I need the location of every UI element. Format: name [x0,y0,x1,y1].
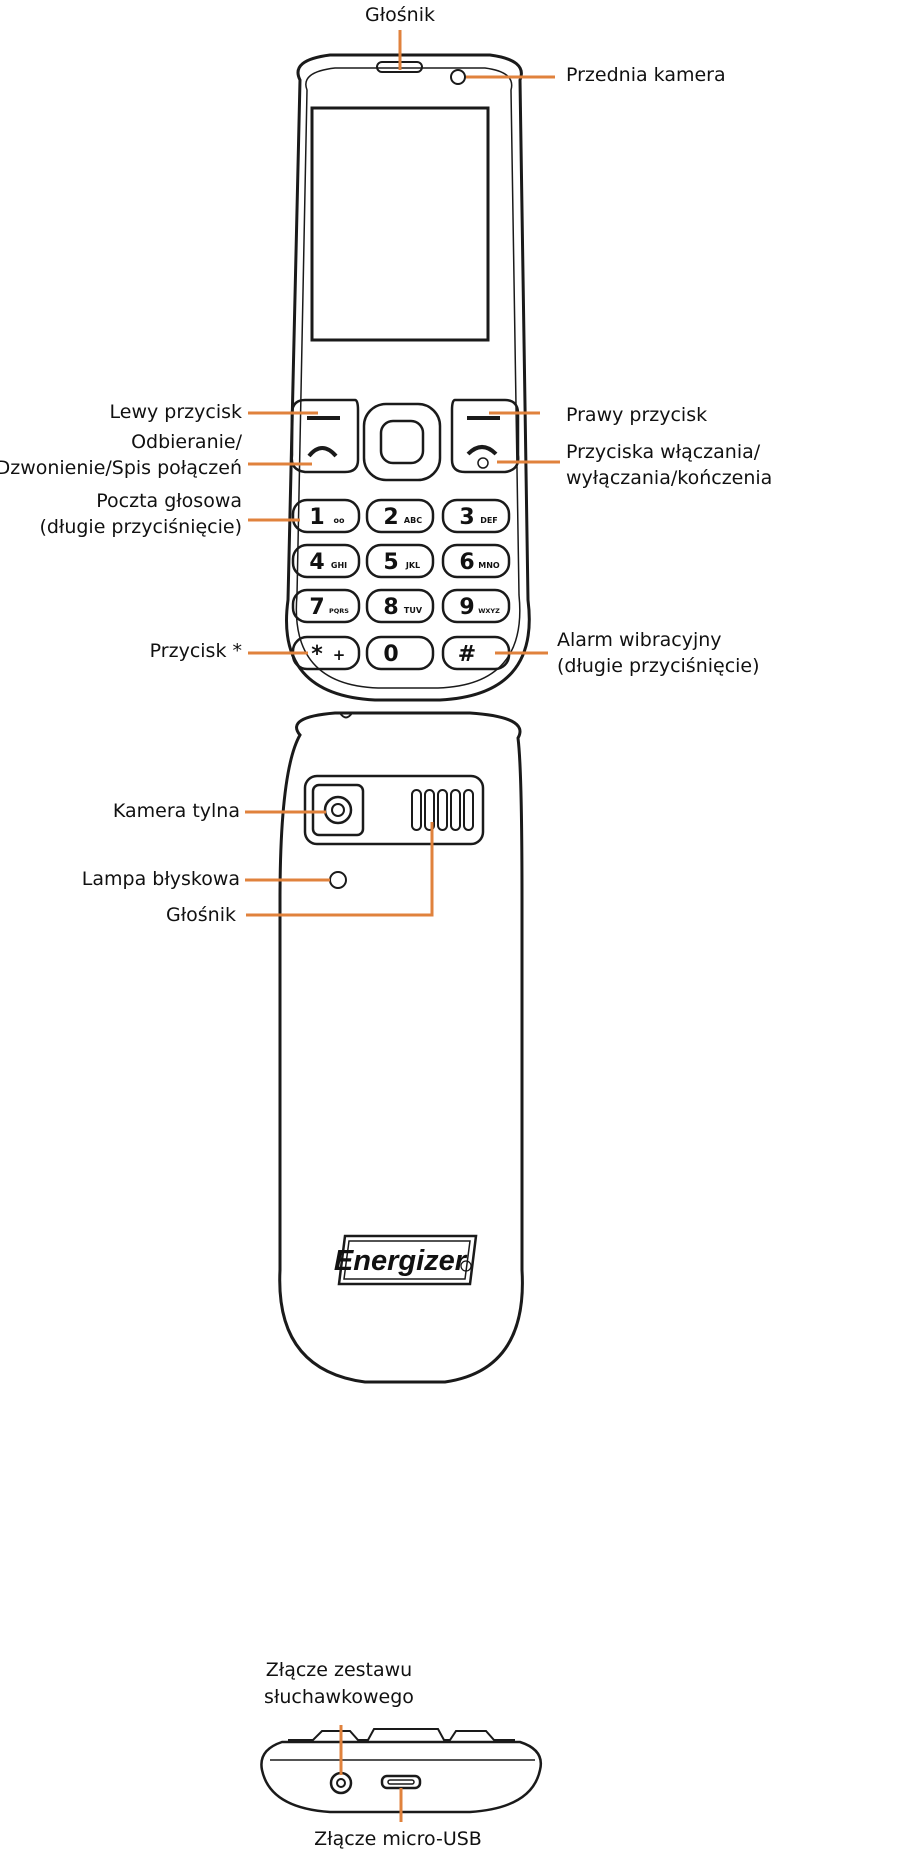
label-vibrate-line1: Alarm wibracyjny [557,629,722,651]
brand-logo-text: Energizer [334,1245,468,1277]
label-micro-usb: Złącze micro-USB [314,1828,482,1850]
keypad-key-9: 9 WXYZ [441,588,511,624]
keypad-letters: WXYZ [478,607,500,615]
speaker-slot-5 [463,789,474,831]
keypad-key-6: 6 MNO [441,543,511,579]
keypad-key-7: 7 PQRS [291,588,361,624]
keypad-key-outline [441,588,511,624]
keypad-key-11: 0 [365,635,435,671]
keypad-digit: 9 [459,595,474,620]
keypad-digit: 1 [309,505,324,530]
keypad-key-outline [291,588,361,624]
back-notch [339,712,353,719]
keypad-key-outline [441,543,511,579]
leader-lines [245,30,560,1822]
screen [310,106,490,342]
headset-jack-outer [329,1771,353,1795]
phone-front [285,53,531,702]
bottom-buttons-edge [288,1728,515,1741]
label-right-key: Prawy przycisk [566,404,708,426]
nav-key-outer [362,402,442,482]
rear-camera-lens [323,795,353,825]
brand-logo-plate [337,1234,478,1286]
front-camera-lens [450,69,466,85]
headset-jack-inner [336,1778,346,1788]
bottom-body-outline [260,1740,543,1814]
label-answer-line1: Odbieranie/ [131,431,242,453]
label-flash: Lampa błyskowa [81,868,240,890]
keypad-key-4: 4 GHI [291,543,361,579]
keypad-letters: JKL [405,561,420,570]
camera-module [303,774,485,846]
right-keys-shape [450,398,520,474]
keypad: 1 oo 2 ABC 3 DEF 4 GHI 5 JKL 6 MNO 7 PQRS 8 TUV 9 WXYZ * +0… [291,498,511,671]
keypad-digit: 8 [383,595,398,620]
label-power-line1: Przyciska włączania/ [566,441,761,463]
keypad-digit: 4 [309,550,324,575]
power-icon [477,457,489,469]
speaker-slot-2 [424,789,435,831]
speaker-slot-4 [450,789,461,831]
keypad-key-2: 2 ABC [365,498,435,534]
keypad-key-5: 5 JKL [365,543,435,579]
keypad-digit: 6 [459,550,474,575]
front-body-outline [285,53,531,702]
registered-mark-icon [460,1260,472,1272]
keypad-key-outline [441,498,511,534]
label-voicemail-line1: Poczta głosowa [96,490,242,512]
keypad-letters: PQRS [329,607,349,615]
label-star-key: Przycisk * [149,640,242,662]
keypad-letters: oo [334,516,345,525]
label-left-key: Lewy przycisk [109,401,242,423]
brand-logo-inner [343,1240,471,1280]
keypad-digit: 0 [383,642,398,667]
keypad-digit: 2 [383,505,398,530]
speaker-slot-3 [437,789,448,831]
label-speaker-rear: Głośnik [166,904,236,926]
label-rear-camera: Kamera tylna [112,800,240,822]
keypad-digit: # [458,642,476,667]
front-bezel [295,67,521,689]
keypad-letters: + [333,646,346,664]
call-handset-icon [307,446,338,458]
label-vibrate-line2: (długie przyciśnięcie) [557,655,760,677]
keypad-key-outline [365,588,435,624]
label-headset-line2: słuchawkowego [264,1686,414,1708]
keypad-digit: 7 [309,595,324,620]
end-handset-icon [466,445,498,456]
keypad-key-1: 1 oo [291,498,361,534]
keypad-key-8: 8 TUV [365,588,435,624]
back-body-outline [278,711,524,1384]
phone-back [278,711,524,1384]
keypad-letters: TUV [404,606,423,615]
keypad-key-3: 3 DEF [441,498,511,534]
keypad-key-outline [365,498,435,534]
speaker-slot-1 [411,789,422,831]
label-power-line2: wyłączania/kończenia [566,467,773,489]
label-front-camera: Przednia kamera [566,64,726,86]
label-headset-line1: Złącze zestawu [265,1659,413,1681]
keypad-key-outline [365,635,435,671]
keypad-digit: 3 [459,505,474,530]
leader-speaker-rear [246,822,434,917]
keypad-letters: DEF [480,516,498,525]
label-speaker-front: Głośnik [365,4,435,26]
rear-camera-frame [311,783,365,837]
keypad-digit: 5 [383,550,398,575]
keypad-letters: ABC [404,516,422,525]
keypad-key-outline [291,543,361,579]
rear-camera-lens-inner [331,803,345,817]
label-answer-line2: Dzwonienie/Spis połączeń [0,457,242,479]
label-voicemail-line2: (długie przyciśnięcie) [39,516,242,538]
keypad-digit: * [311,642,323,667]
nav-key-center [379,419,425,465]
keypad-key-outline [365,543,435,579]
keypad-key-outline [291,498,361,534]
keypad-letters: MNO [478,561,500,570]
left-keys-shape [290,398,360,474]
micro-usb-port-inner [387,1779,415,1785]
flash-led [329,871,347,889]
keypad-letters: GHI [331,561,347,570]
